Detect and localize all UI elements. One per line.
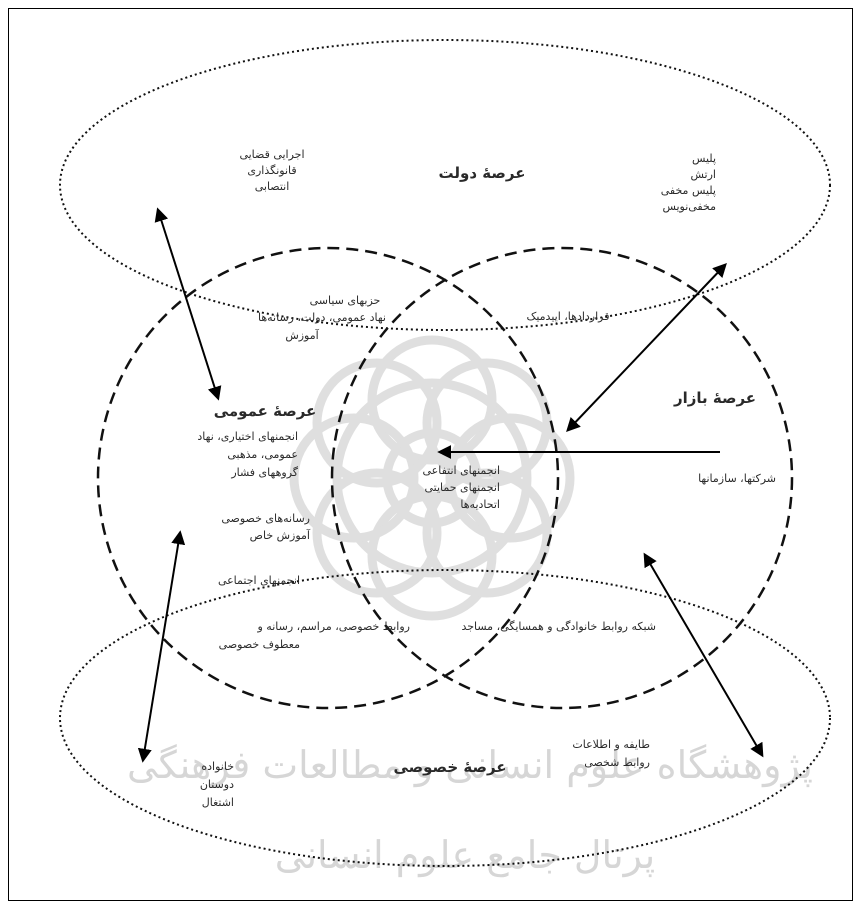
svg-text:انجمنهای حمایتی: انجمنهای حمایتی bbox=[425, 481, 501, 494]
public-private-label: انجمنهای اجتماعی bbox=[218, 574, 300, 587]
public-lower-labels: رسانه‌های خصوصی آموزش خاص bbox=[221, 512, 311, 542]
svg-text:آموزش خاص: آموزش خاص bbox=[250, 528, 311, 542]
svg-text:اشتغال: اشتغال bbox=[202, 796, 234, 809]
watermark-rosette bbox=[294, 340, 570, 616]
svg-text:عمومی، مذهبی: عمومی، مذهبی bbox=[227, 448, 298, 461]
svg-text:طایفه و اطلاعات: طایفه و اطلاعات bbox=[572, 738, 650, 751]
svg-text:پلیس مخفی: پلیس مخفی bbox=[661, 184, 716, 197]
public-sphere-title: عرصهٔ عمومی bbox=[214, 402, 317, 420]
svg-text:پلیس: پلیس bbox=[692, 152, 716, 165]
svg-text:اجرایی قضایی: اجرایی قضایی bbox=[239, 148, 304, 161]
svg-text:گروههای فشار: گروههای فشار bbox=[230, 466, 298, 479]
svg-text:روابط خصوصی، مراسم، رسانه و: روابط خصوصی، مراسم، رسانه و bbox=[256, 620, 410, 633]
svg-text:رسانه‌های خصوصی: رسانه‌های خصوصی bbox=[221, 512, 310, 525]
state-market-overlap-label: قراردادها، اپیدمیک bbox=[526, 310, 609, 323]
arrow-market-private bbox=[645, 555, 762, 755]
public-left-labels: انجمنهای اختیاری، نهاد عمومی، مذهبی گروه… bbox=[197, 430, 298, 479]
svg-text:ارتش: ارتش bbox=[691, 168, 716, 181]
private-right-overlap-label: شبکه روابط خانوادگی و همسایگی، مساجد bbox=[461, 620, 656, 633]
svg-text:حزبهای سیاسی: حزبهای سیاسی bbox=[310, 294, 381, 307]
arrow-state-public bbox=[158, 210, 218, 398]
private-left-labels: خانواده دوستان اشتغال bbox=[200, 760, 234, 809]
state-public-overlap-labels: حزبهای سیاسی نهاد عمومی، دولت، رسانه‌ها … bbox=[258, 294, 386, 342]
state-sphere-title: عرصهٔ دولت bbox=[439, 164, 526, 182]
svg-text:معطوف خصوصی: معطوف خصوصی bbox=[219, 638, 300, 651]
svg-text:انجمنهای اختیاری، نهاد: انجمنهای اختیاری، نهاد bbox=[197, 430, 298, 443]
svg-text:روابط شخصی: روابط شخصی bbox=[584, 756, 650, 769]
market-sphere-title: عرصهٔ بازار bbox=[673, 389, 756, 407]
svg-text:انتصابی: انتصابی bbox=[255, 180, 290, 193]
svg-text:مخفی‌نویس: مخفی‌نویس bbox=[662, 200, 716, 213]
svg-text:اتحادیه‌ها: اتحادیه‌ها bbox=[460, 498, 500, 511]
svg-text:قانونگذاری: قانونگذاری bbox=[247, 164, 296, 177]
svg-text:نهاد عمومی، دولت، رسانه‌ها: نهاد عمومی، دولت، رسانه‌ها bbox=[258, 311, 386, 324]
svg-text:خانواده: خانواده bbox=[201, 760, 234, 773]
svg-text:دوستان: دوستان bbox=[200, 778, 234, 791]
state-right-labels: پلیس ارتش پلیس مخفی مخفی‌نویس bbox=[661, 152, 716, 213]
watermark-text-2: پرتال جامع علوم انسانی bbox=[275, 833, 655, 878]
market-right-label: شرکتها، سازمانها bbox=[698, 472, 776, 485]
private-sphere-title: عرصهٔ خصوصی bbox=[393, 758, 506, 776]
private-left-overlap-labels: روابط خصوصی، مراسم، رسانه و معطوف خصوصی bbox=[219, 620, 410, 651]
svg-text:انجمنهای انتفاعی: انجمنهای انتفاعی bbox=[422, 464, 500, 477]
arrow-public-private bbox=[143, 533, 180, 760]
state-left-labels: اجرایی قضایی قانونگذاری انتصابی bbox=[239, 148, 304, 193]
svg-text:آموزش: آموزش bbox=[285, 328, 319, 342]
